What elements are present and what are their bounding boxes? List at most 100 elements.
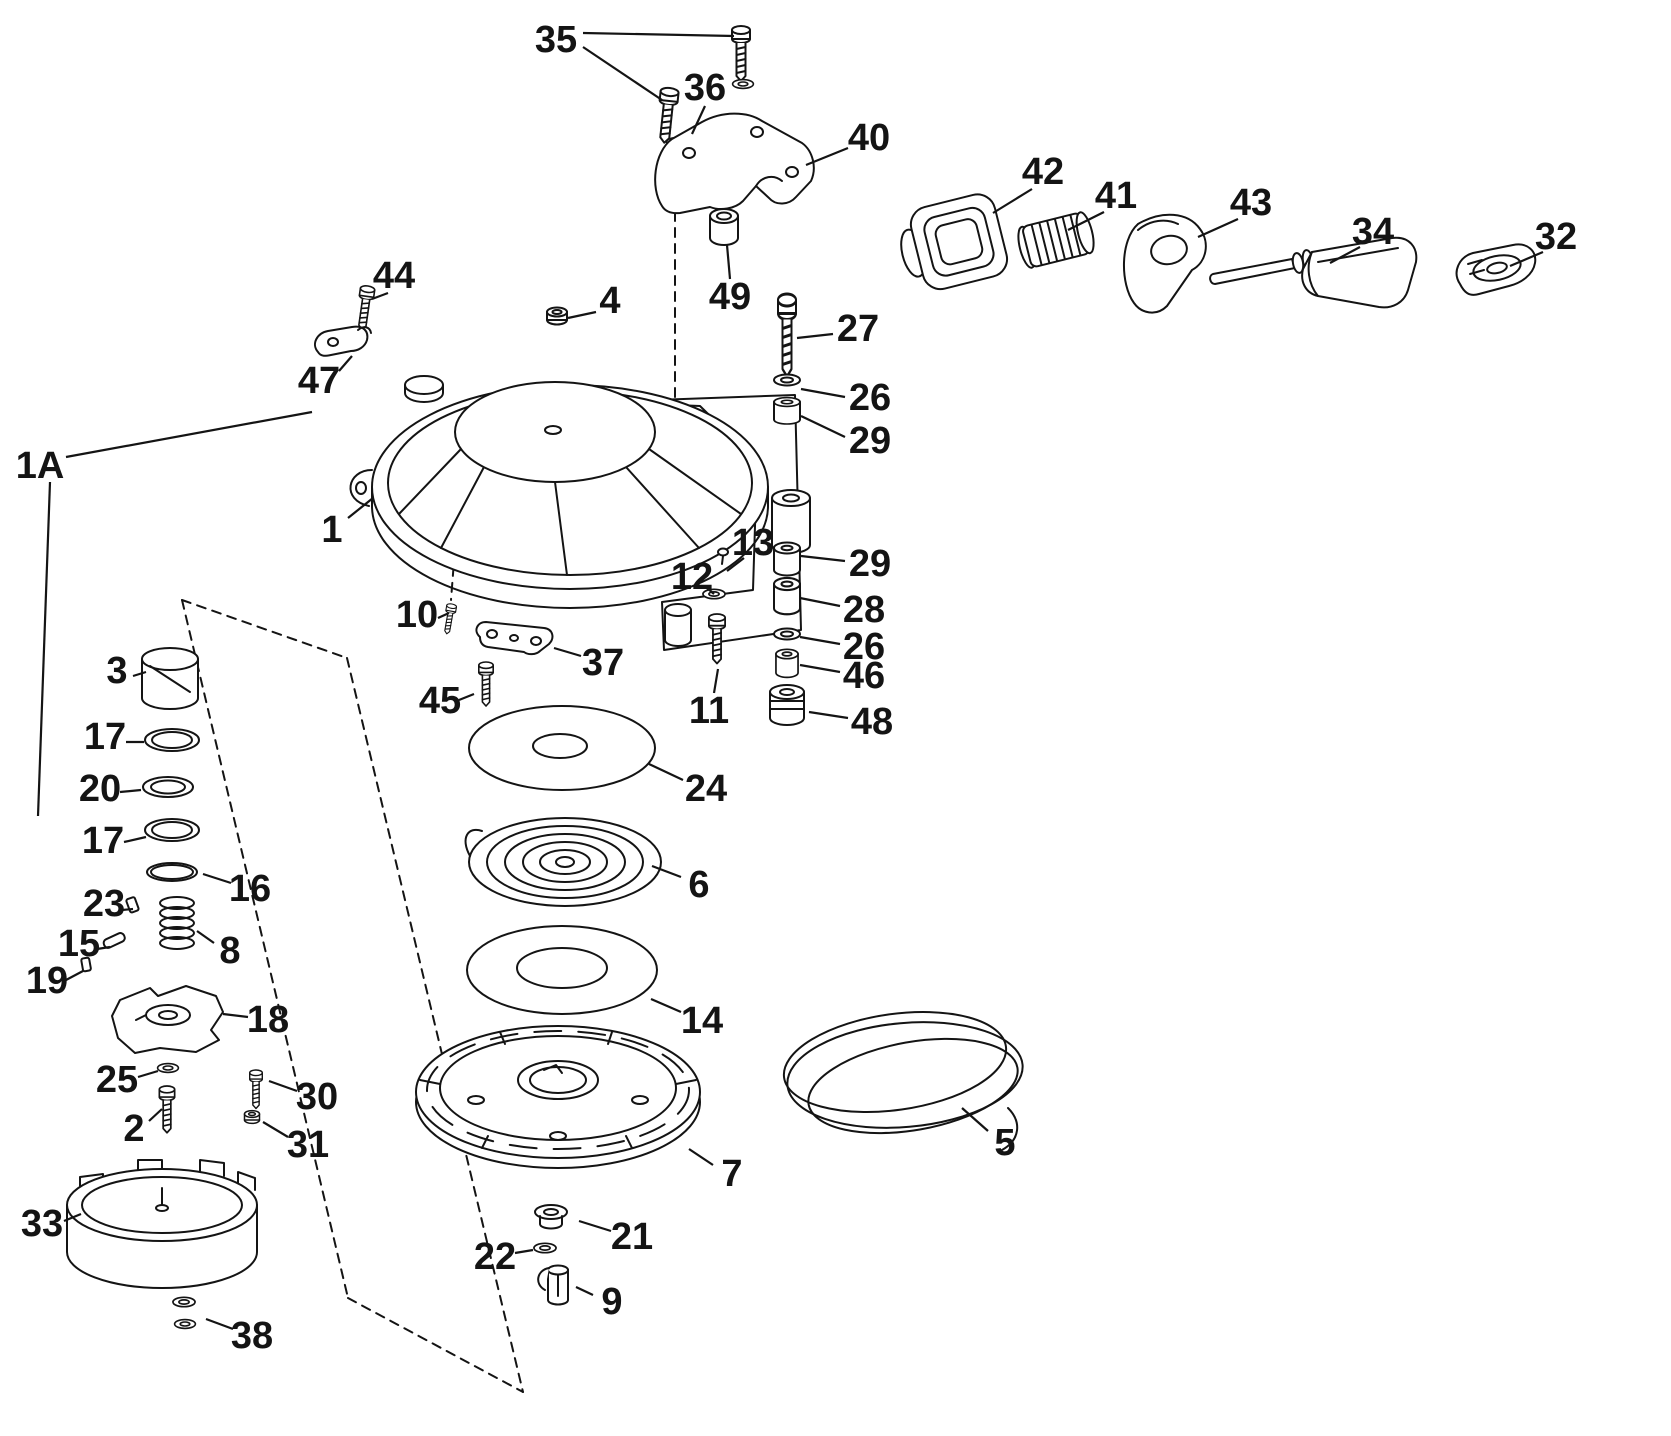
part-43-plate [1123,213,1207,314]
callout-label-35: 35 [535,19,577,61]
callout-leader-line [650,997,682,1014]
callout-leader-line [725,244,732,280]
callout-label-25: 25 [96,1059,138,1101]
callout-leader-line [121,907,134,912]
part-38-washer-upper [172,1296,196,1308]
callout-label-19: 19 [26,960,68,1002]
callout-leader-line [961,1107,989,1132]
part-9-pawl [537,1264,569,1306]
callout-leader-line [582,46,663,101]
part-14-friction-plate [466,925,658,1015]
callout-label-33: 33 [21,1203,63,1245]
callout-label-3: 3 [106,650,127,692]
part-24-friction-plate [468,705,656,791]
callout-label-9: 9 [601,1281,622,1323]
callout-label-7: 7 [721,1153,742,1195]
callout-label-27: 27 [837,308,879,350]
callout-label-36: 36 [684,67,726,109]
callout-leader-line [805,146,849,167]
callout-leader-line [65,970,84,981]
part-18-ratchet-plate [111,985,224,1054]
part-26-washer-upper [773,373,801,387]
callout-leader-line [63,1212,82,1223]
callout-leader-line [96,945,111,951]
part-3-cap [141,647,199,710]
callout-leader-line [123,835,147,844]
callout-label-20: 20 [79,768,121,810]
callout-label-5: 5 [994,1122,1015,1164]
part-38-washer-lower [173,1318,197,1330]
part-16-ring [146,862,198,882]
callout-leader-line [726,557,745,572]
callout-leader-line [347,497,374,519]
callout-leader-line [648,763,684,781]
callout-label-22: 22 [474,1236,516,1278]
callout-leader-line [132,670,147,678]
part-6-recoil-spring [464,817,662,907]
callout-leader-line [796,332,834,340]
callout-leader-line [205,1317,234,1331]
part-26-washer-lower [773,627,801,641]
callout-label-29: 29 [849,420,891,462]
callout-leader-line [800,554,846,563]
callout-leader-line [65,410,313,459]
callout-label-6: 6 [688,864,709,906]
callout-leader-line [458,692,475,702]
callout-leader-line [437,611,450,620]
part-7-starter-pulley [415,1025,701,1169]
callout-label-38: 38 [231,1315,273,1357]
callout-leader-line [799,635,841,646]
callout-leader-line [800,387,846,399]
callout-leader-line [651,864,682,879]
part-8-spring [159,896,195,950]
callout-label-11: 11 [689,690,729,732]
callout-label-40: 40 [848,117,890,159]
callout-label-21: 21 [611,1216,653,1258]
part-41-spring [1017,211,1095,269]
callout-leader-line [992,188,1033,214]
callout-label-24: 24 [685,768,727,810]
part-47-clamp [314,325,372,357]
part-32-rope-anchor [1455,243,1537,296]
callout-label-2: 2 [123,1108,144,1150]
callout-label-37: 37 [582,642,624,684]
part-1-starter-housing [349,375,811,651]
callout-leader-line [567,310,597,320]
callout-label-23: 23 [83,883,125,925]
callout-leader-line [808,710,849,720]
callout-label-46: 46 [843,655,885,697]
callout-leader-line [1197,217,1239,239]
callout-label-49: 49 [709,276,751,318]
callout-leader-line [688,1148,714,1166]
part-27-bolt [776,292,798,378]
callout-label-43: 43 [1230,182,1272,224]
callout-leader-line [706,587,715,595]
part-33-starter-cup [66,1159,258,1289]
callout-label-29: 29 [849,543,891,585]
part-34-starter-handle [1209,236,1418,309]
part-29-spacer-upper [773,396,801,425]
callout-label-30: 30 [296,1076,338,1118]
callout-label-26: 26 [843,626,885,668]
callout-label-8: 8 [219,930,240,972]
part-25-washer [156,1062,180,1074]
callout-label-26: 26 [849,377,891,419]
callout-leader-line [222,1012,249,1019]
part-40-bracket [654,112,815,215]
callout-label-12: 12 [671,556,713,598]
part-5-starter-rope [782,1010,1024,1151]
part-22-washer [533,1242,557,1254]
callout-label-34: 34 [1352,211,1394,253]
callout-leader-line [268,1079,298,1093]
callout-label-41: 41 [1095,175,1137,217]
callout-leader-line [553,646,582,658]
callout-leader-line [799,596,841,608]
callout-label-45: 45 [419,680,461,722]
part-17-ring-upper [144,728,200,752]
part-17-ring-lower [144,818,200,842]
callout-label-28: 28 [843,589,885,631]
callout-label-31: 31 [287,1124,329,1166]
callout-leader-line [799,663,841,674]
